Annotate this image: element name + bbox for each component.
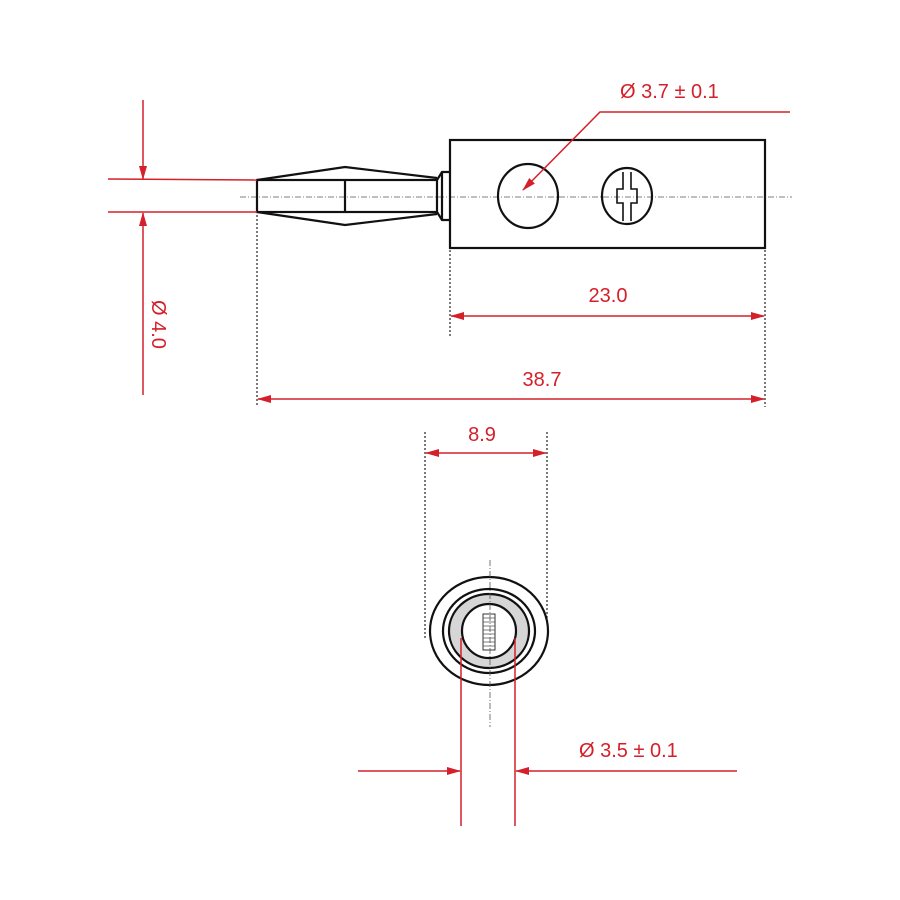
hole-diameter-label: Ø 3.7 ± 0.1 <box>620 81 719 103</box>
outer-width-dimension: 8.9 <box>425 424 547 457</box>
bore-diameter-label: Ø 3.5 ± 0.1 <box>579 740 678 762</box>
body-length-label: 23.0 <box>589 285 628 307</box>
pin-diameter-label: Ø 4.0 <box>147 300 169 349</box>
total-length-label: 38.7 <box>523 369 562 391</box>
hole-diameter-dimension: Ø 3.7 ± 0.1 <box>522 81 790 191</box>
end-view: 8.9 Ø 3.5 ± 0.1 <box>358 424 737 826</box>
pin <box>255 165 450 227</box>
screw-icon <box>600 166 654 226</box>
outer-width-label: 8.9 <box>468 424 496 446</box>
pin-diameter-dimension: Ø 4.0 <box>107 100 258 395</box>
thread-icon <box>482 613 496 651</box>
outer-ring <box>428 575 550 687</box>
body-length-dimension: 23.0 <box>450 285 765 320</box>
total-length-dimension: 38.7 <box>257 369 765 403</box>
side-view: Ø 4.0 Ø 3.7 ± 0.1 23.0 38.7 <box>107 81 792 407</box>
bore-diameter-dimension: Ø 3.5 ± 0.1 <box>358 638 737 826</box>
cross-hole <box>496 162 560 230</box>
plug-body <box>448 138 767 250</box>
middle-ring <box>441 587 537 675</box>
